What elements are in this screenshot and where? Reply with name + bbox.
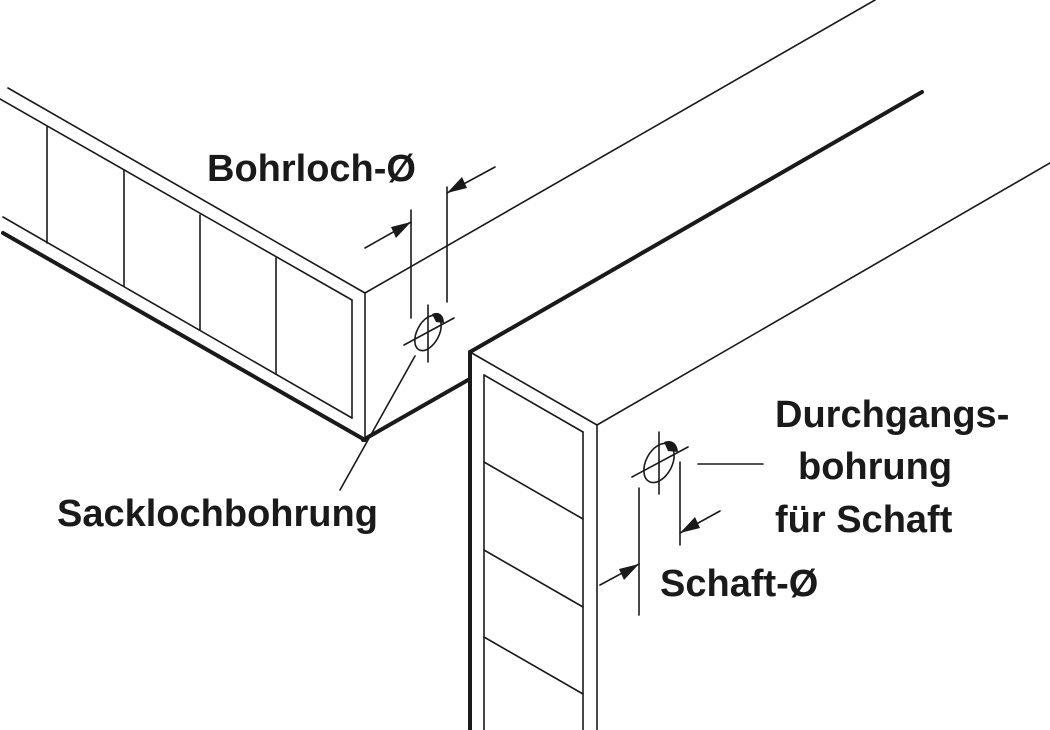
label-bohrung: bohrung: [798, 446, 953, 488]
right-panel: [468, 90, 1050, 730]
label-bohrloch-diameter: Bohrloch-Ø: [207, 148, 416, 190]
blind-hole-icon: [339, 166, 496, 491]
label-fuer-schaft: für Schaft: [775, 499, 953, 541]
label-durchgangs: Durchgangs-: [775, 394, 1010, 436]
left-panel: [0, 0, 876, 442]
label-schaft-diameter: Schaft-Ø: [660, 563, 819, 605]
through-hole-icon: [599, 431, 764, 616]
label-sacklochbohrung: Sacklochbohrung: [57, 493, 378, 535]
